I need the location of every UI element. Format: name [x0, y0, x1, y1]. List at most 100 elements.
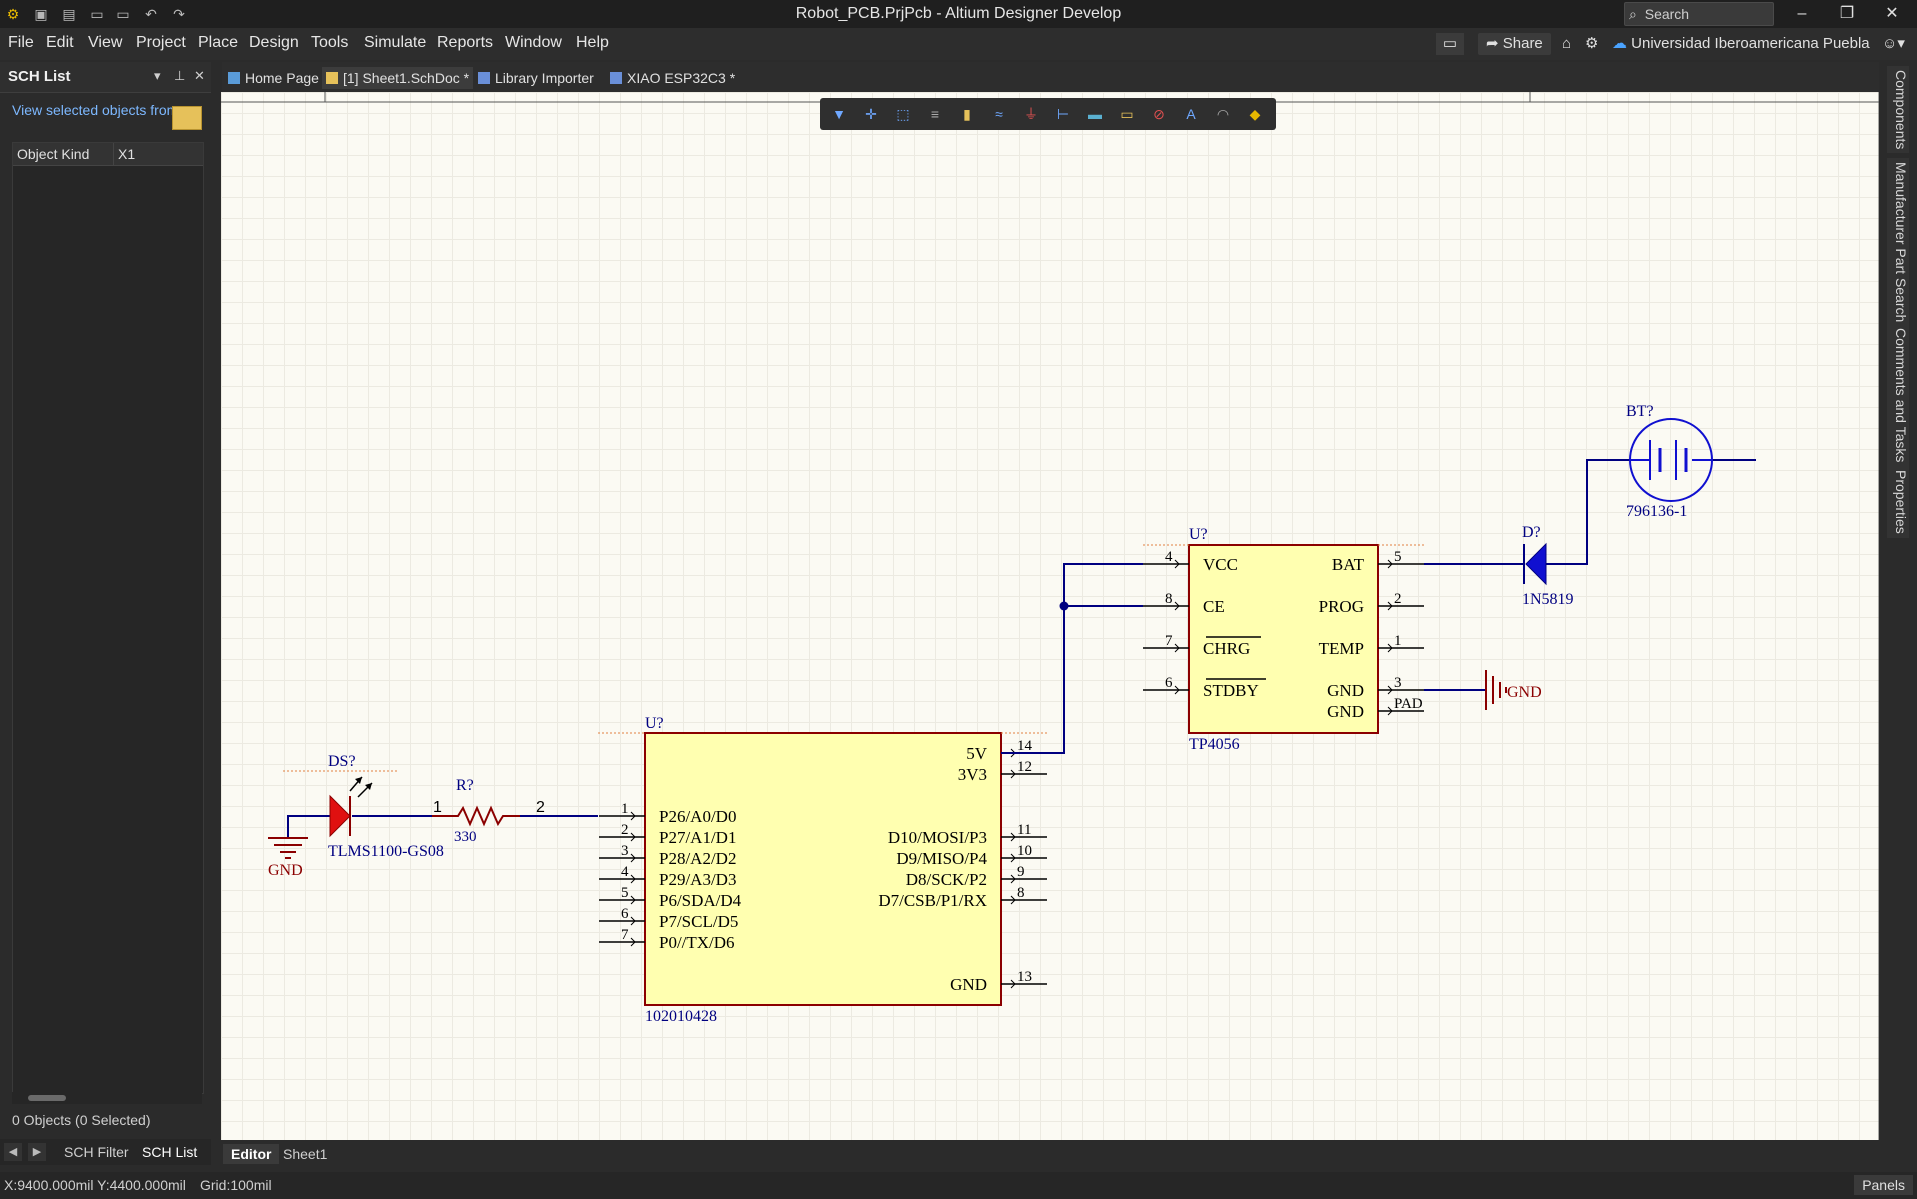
- tp4056-part[interactable]: TP4056: [1189, 736, 1240, 753]
- tab-next-icon[interactable]: ▶: [28, 1143, 46, 1161]
- diode-part[interactable]: 1N5819: [1522, 591, 1574, 608]
- scope-button[interactable]: [172, 106, 202, 130]
- align-icon[interactable]: ≡: [930, 106, 940, 122]
- tab-sheet1[interactable]: [1] Sheet1.SchDoc *: [322, 67, 474, 89]
- menu-tools[interactable]: Tools: [311, 34, 349, 51]
- battery-symbol[interactable]: [1629, 418, 1713, 502]
- menu-file[interactable]: File: [8, 34, 34, 51]
- select-area-icon[interactable]: ⬚: [896, 106, 910, 122]
- xiao-right-pin-io-marker: [1010, 979, 1016, 989]
- net-color-icon[interactable]: ◆: [1249, 106, 1261, 122]
- organization[interactable]: ☁ Universidad Iberoamericana Puebla: [1612, 33, 1870, 55]
- save-icon[interactable]: ▣: [34, 6, 48, 22]
- xiao-designator[interactable]: U?: [645, 715, 664, 732]
- menu-window[interactable]: Window: [505, 34, 562, 51]
- rail-tab-components[interactable]: Components: [1887, 66, 1909, 154]
- xiao-left-pin-name: P7/SCL/D5: [659, 912, 738, 931]
- panel-menu-icon[interactable]: ▾: [154, 68, 161, 83]
- undo-icon[interactable]: ↶: [145, 6, 157, 22]
- xiao-left-pin-name: P0//TX/D6: [659, 933, 735, 952]
- app-logo-icon[interactable]: ⚙: [6, 6, 20, 22]
- close-button[interactable]: ✕: [1885, 5, 1899, 22]
- pin-icon[interactable]: ⊥: [174, 68, 186, 83]
- tab-library-importer[interactable]: Library Importer: [474, 67, 598, 89]
- power-port-icon[interactable]: ⏚: [1024, 106, 1038, 122]
- arc-icon[interactable]: ◠: [1216, 106, 1230, 122]
- scroll-thumb[interactable]: [28, 1095, 66, 1101]
- open-icon[interactable]: ▭: [90, 6, 104, 22]
- junction[interactable]: [1059, 601, 1069, 611]
- tp4056-designator[interactable]: U?: [1189, 526, 1208, 543]
- wire-icon[interactable]: ≈: [995, 106, 1003, 122]
- tab-home-page[interactable]: Home Page: [224, 67, 323, 89]
- panels-button[interactable]: Panels: [1854, 1175, 1913, 1195]
- gnd-symbol-right[interactable]: [1485, 670, 1507, 710]
- restore-button[interactable]: ❐: [1839, 5, 1855, 22]
- menu-reports[interactable]: Reports: [437, 34, 494, 51]
- gnd-symbol-left[interactable]: [268, 837, 308, 859]
- save-all-icon[interactable]: ▤: [62, 6, 76, 22]
- comment-icon[interactable]: ▭: [1436, 33, 1464, 55]
- tab-prev-icon[interactable]: ◀: [4, 1143, 22, 1161]
- home-icon[interactable]: ⌂: [1562, 35, 1572, 52]
- battery-part[interactable]: 796136-1: [1626, 503, 1687, 520]
- share-button[interactable]: ➦ Share: [1478, 33, 1551, 55]
- rail-tab-comments-and-tasks[interactable]: Comments and Tasks: [1887, 324, 1909, 467]
- redo-icon[interactable]: ↷: [173, 6, 185, 22]
- filter-icon[interactable]: ▼: [832, 106, 846, 122]
- led-part[interactable]: TLMS1100-GS08: [328, 843, 444, 860]
- tp4056-body[interactable]: [1188, 544, 1379, 734]
- tab-xiao-esp32c3[interactable]: XIAO ESP32C3 *: [606, 67, 739, 89]
- led-symbol[interactable]: [329, 776, 373, 838]
- resistor-value[interactable]: 330: [454, 829, 477, 845]
- menu-view[interactable]: View: [88, 34, 123, 51]
- horizontal-scrollbar[interactable]: [12, 1092, 202, 1104]
- place-part-icon[interactable]: ▮: [963, 106, 971, 122]
- wire-gnd-led[interactable]: [287, 815, 330, 838]
- xiao-body[interactable]: [644, 732, 1002, 1006]
- rail-tab-manufacturer-part-search[interactable]: Manufacturer Part Search: [1887, 158, 1909, 327]
- directive-icon[interactable]: ⊘: [1153, 106, 1165, 122]
- tp4056-left-pin-io-marker: [1174, 601, 1180, 611]
- menu-project[interactable]: Project: [136, 34, 186, 51]
- minimize-button[interactable]: –: [1797, 5, 1807, 22]
- diode-symbol[interactable]: [1523, 542, 1547, 586]
- battery-designator[interactable]: BT?: [1626, 403, 1654, 420]
- object-grid[interactable]: Object Kind X1: [12, 142, 204, 1094]
- port-icon[interactable]: ▭: [1120, 106, 1134, 122]
- wire-diode-battery[interactable]: [1546, 459, 1630, 565]
- menu-edit[interactable]: Edit: [46, 34, 74, 51]
- close-panel-icon[interactable]: ✕: [194, 68, 205, 83]
- gnd-label-left[interactable]: GND: [268, 862, 303, 879]
- text-icon[interactable]: A: [1186, 106, 1196, 122]
- search-input[interactable]: Search: [1644, 6, 1690, 22]
- tab-sch-filter[interactable]: SCH Filter: [64, 1144, 129, 1160]
- tab-sheet1-bottom[interactable]: Sheet1: [283, 1146, 328, 1162]
- sheet-symbol-icon[interactable]: ▬: [1088, 106, 1102, 122]
- resistor-symbol[interactable]: [432, 805, 520, 827]
- gnd-label-right[interactable]: GND: [1507, 684, 1542, 701]
- move-icon[interactable]: ✛: [865, 106, 877, 122]
- menu-help[interactable]: Help: [576, 34, 609, 51]
- gear-icon[interactable]: ⚙: [1585, 35, 1599, 52]
- menu-simulate[interactable]: Simulate: [364, 34, 427, 51]
- resistor-designator[interactable]: R?: [456, 777, 474, 794]
- rail-tab-properties[interactable]: Properties: [1887, 466, 1909, 538]
- menu-design[interactable]: Design: [249, 34, 299, 51]
- tab-sch-list[interactable]: SCH List: [142, 1144, 198, 1160]
- wire-5v-vcc[interactable]: [1001, 563, 1143, 754]
- tp4056-right-pin-io-marker: [1387, 643, 1393, 653]
- xiao-part[interactable]: 102010428: [645, 1008, 717, 1025]
- tab-editor[interactable]: Editor: [223, 1144, 280, 1164]
- harness-icon[interactable]: ⊢: [1056, 106, 1070, 122]
- search-box[interactable]: ⌕ Search: [1624, 2, 1774, 26]
- col-x1[interactable]: X1: [113, 143, 135, 165]
- col-object-kind[interactable]: Object Kind: [17, 146, 90, 162]
- menu-place[interactable]: Place: [198, 34, 239, 51]
- view-selected-link[interactable]: View selected objects from: [12, 102, 172, 118]
- user-icon[interactable]: ☺▾: [1882, 35, 1905, 52]
- led-designator[interactable]: DS?: [328, 753, 356, 770]
- diode-designator[interactable]: D?: [1522, 524, 1541, 541]
- open-project-icon[interactable]: ▭: [116, 6, 130, 22]
